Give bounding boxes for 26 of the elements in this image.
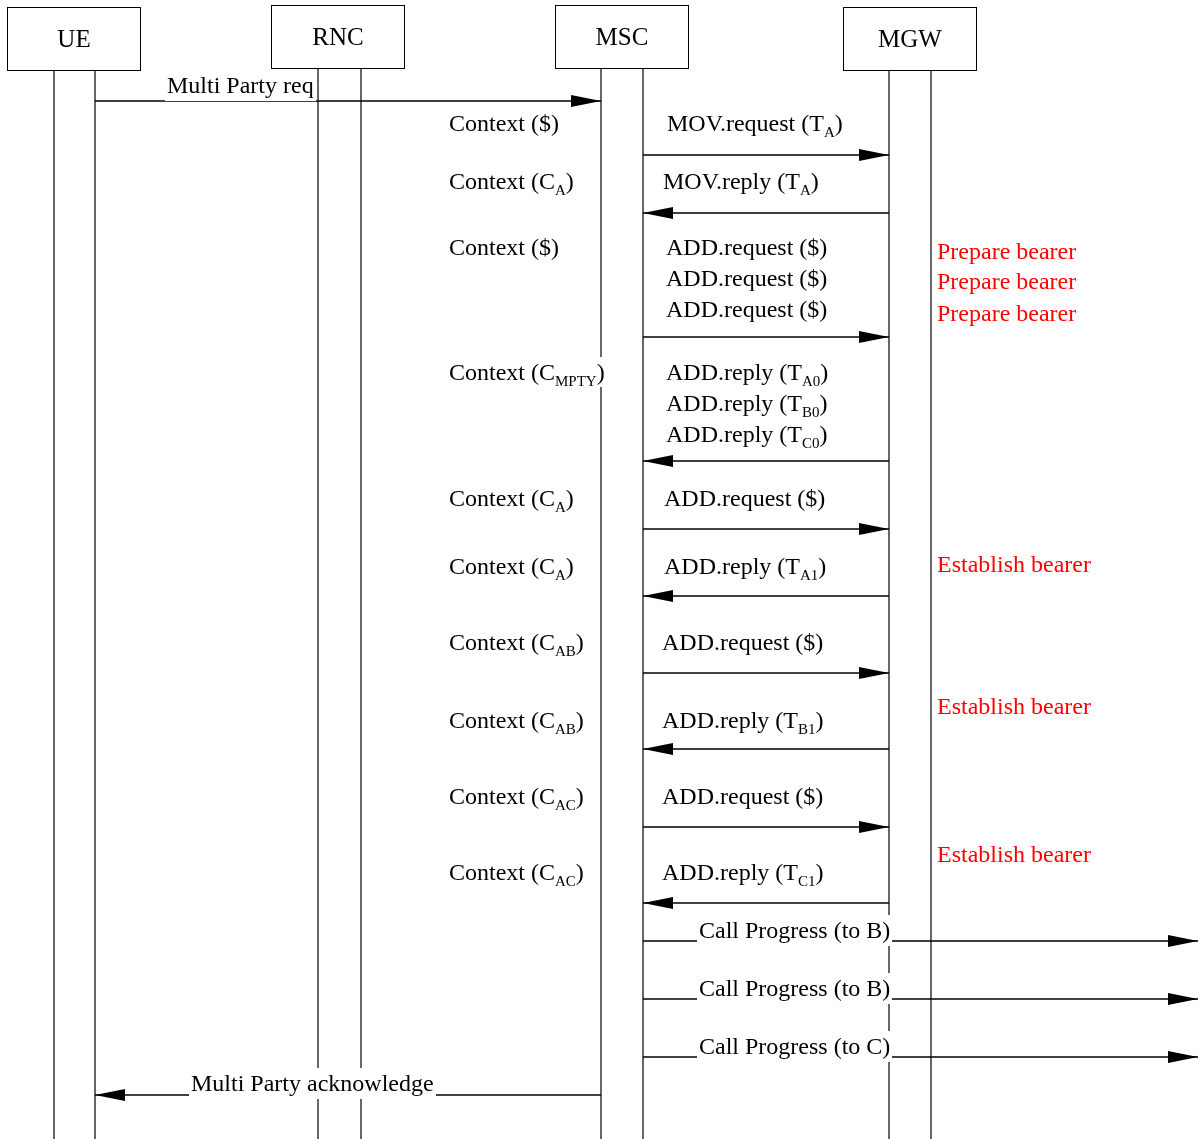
participant-box: MSC [555,5,689,69]
message-arrow [642,590,890,602]
message-arrow [642,743,890,755]
message-arrow [642,897,890,909]
annotation-text: Prepare bearer [937,267,1077,296]
message-arrow [642,455,890,467]
message-label: Call Progress (to C) [697,1031,893,1062]
message-label: Call Progress (to B) [697,973,893,1004]
message-arrow [642,667,890,679]
message-arrow [642,207,890,219]
participant-box: MGW [843,7,977,71]
message-label: Multi Party acknowledge [189,1068,436,1099]
participant-box: RNC [271,5,405,69]
annotation-text: Prepare bearer [937,299,1077,328]
context-label: Context (C$_{MPTY}$) [449,357,605,387]
message-label: Call Progress (to B) [697,915,893,946]
message-arrow [642,821,890,833]
annotation-text: Establish bearer [937,840,1091,869]
message-arrow [94,95,602,107]
message-arrow [642,523,890,535]
annotation-text: Establish bearer [937,550,1091,579]
message-arrow [642,331,890,343]
annotation-text: Establish bearer [937,692,1091,721]
participant-box: UE [7,7,141,71]
annotation-text: Prepare bearer [937,237,1077,266]
message-arrow [642,149,890,161]
